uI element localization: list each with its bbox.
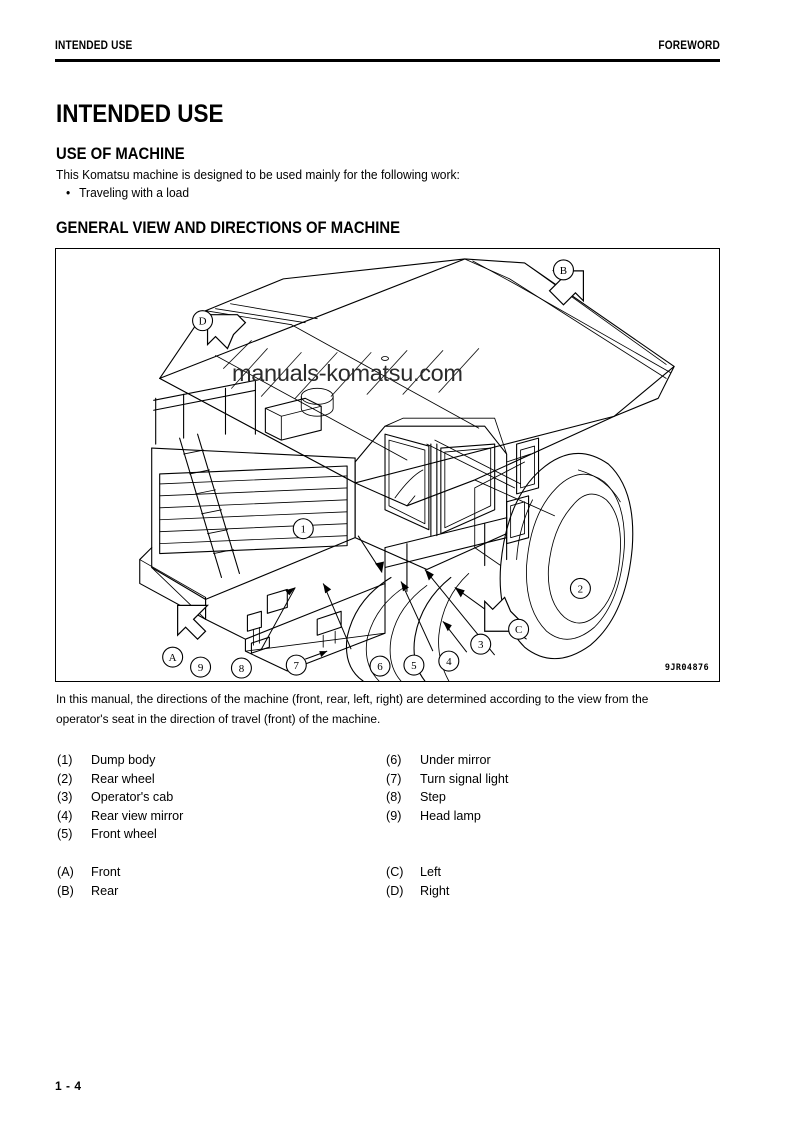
- legend-row: (8) Step: [386, 790, 686, 809]
- legend-item-number: (3): [57, 790, 73, 805]
- figure-caption-line-2: operator's seat in the direction of trav…: [56, 712, 381, 726]
- legend-row: (A) Front: [57, 865, 357, 884]
- legend-item-number: (7): [386, 771, 402, 786]
- callout-C: C: [508, 618, 530, 640]
- legend-numbers-right: (6) Under mirror (7) Turn signal light (8) St…: [386, 753, 686, 827]
- callout-A: A: [162, 646, 184, 668]
- legend-letters-right: (C) Left (D) Right: [386, 865, 686, 902]
- machine-figure: 1 2 3 4 5 6 7 8 9 A B C D manuals-komats…: [55, 248, 720, 682]
- legend-item-number: (8): [386, 790, 402, 805]
- legend-item-label: Front: [91, 865, 121, 879]
- legend-item-label: Under mirror: [420, 753, 491, 767]
- legend-item-label: Left: [420, 865, 442, 879]
- legend-item-label: Rear: [91, 883, 119, 898]
- legend-item-number: (4): [57, 808, 73, 823]
- bullet-item-label: Traveling with a load: [79, 185, 190, 200]
- svg-text:9: 9: [198, 662, 204, 674]
- chassis-group: [139, 379, 386, 672]
- legend-item-label: Operator's cab: [91, 790, 174, 805]
- callout-D: D: [192, 310, 214, 332]
- legend-row: (B) Rear: [57, 884, 357, 903]
- mirrors-group: [384, 437, 540, 592]
- legend-item-number: (5): [57, 827, 73, 842]
- legend-item-number: (D): [386, 883, 404, 898]
- legend-row: (7) Turn signal light: [386, 772, 686, 791]
- legend-row: (6) Under mirror: [386, 753, 686, 772]
- legend-item-number: (2): [57, 771, 73, 786]
- legend-item-label: Rear view mirror: [91, 808, 184, 823]
- svg-text:B: B: [560, 265, 567, 277]
- legend-row: (5) Front wheel: [57, 827, 357, 846]
- direction-arrows-group: [177, 270, 585, 641]
- legend-item-number: (C): [386, 865, 404, 879]
- rear-wheel-group: [474, 452, 634, 660]
- callout-2: 2: [569, 577, 591, 599]
- dump-truck-illustration: 1 2 3 4 5 6 7 8 9 A B C D: [139, 258, 675, 681]
- section-heading-use-of-machine: USE OF MACHINE: [56, 145, 185, 163]
- intro-paragraph: This Komatsu machine is designed to be u…: [56, 167, 460, 182]
- callout-8: 8: [230, 657, 252, 679]
- callout-9: 9: [190, 656, 212, 678]
- legend-numbers-left: (1) Dump body (2) Rear wheel (3) Operator's c…: [57, 753, 357, 846]
- svg-text:3: 3: [478, 639, 484, 651]
- legend-item-label: Dump body: [91, 753, 156, 767]
- svg-text:2: 2: [578, 583, 583, 595]
- legend-item-label: Rear wheel: [91, 771, 155, 786]
- legend-row: (9) Head lamp: [386, 809, 686, 828]
- callout-1: 1: [292, 518, 314, 540]
- legend-item-number: (9): [386, 808, 402, 823]
- legend-row: (C) Left: [386, 865, 686, 884]
- svg-text:8: 8: [239, 663, 245, 675]
- svg-text:C: C: [515, 624, 522, 636]
- legend-row: (2) Rear wheel: [57, 772, 357, 791]
- legend-item-label: Turn signal light: [420, 771, 509, 786]
- callout-7: 7: [285, 654, 307, 676]
- watermark-strokes: [223, 340, 480, 399]
- svg-text:1: 1: [301, 524, 306, 536]
- callout-bubbles-group: 1 2 3 4 5 6 7 8 9 A B C D: [162, 259, 591, 679]
- legend-item-label: Right: [420, 883, 450, 898]
- svg-text:D: D: [199, 316, 207, 328]
- callout-5: 5: [403, 654, 425, 676]
- legend-row: (D) Right: [386, 884, 686, 903]
- section-heading-general-view: GENERAL VIEW AND DIRECTIONS OF MACHINE: [56, 219, 401, 237]
- legend-row: (1) Dump body: [57, 753, 357, 772]
- callout-4: 4: [438, 650, 460, 672]
- operators-cab-group: [354, 417, 531, 571]
- front-details-group: [246, 588, 342, 654]
- page-number: 1 - 4: [55, 1079, 82, 1093]
- header-rule: [55, 59, 720, 62]
- bullet-list-item: • Traveling with a load: [66, 185, 189, 200]
- bullet-marker-icon: •: [66, 185, 71, 200]
- svg-text:7: 7: [294, 660, 300, 672]
- callout-3: 3: [470, 633, 492, 655]
- figure-caption-line-1: In this manual, the directions of the ma…: [56, 692, 649, 706]
- svg-text:5: 5: [411, 660, 417, 672]
- svg-text:A: A: [169, 652, 177, 664]
- legend-item-label: Head lamp: [420, 808, 481, 823]
- callout-6: 6: [369, 655, 391, 677]
- legend-letters-left: (A) Front (B) Rear: [57, 865, 357, 902]
- figure-code: 9JR04876: [664, 663, 709, 673]
- legend-row: (4) Rear view mirror: [57, 809, 357, 828]
- legend-item-label: Step: [420, 790, 446, 805]
- header-chapter-title: FOREWORD: [658, 40, 720, 52]
- callout-B: B: [552, 259, 574, 281]
- page-header: INTENDED USE FOREWORD: [55, 40, 720, 64]
- legend-item-number: (6): [386, 753, 402, 767]
- legend-item-number: (1): [57, 753, 73, 767]
- legend-item-label: Front wheel: [91, 827, 157, 842]
- legend-item-number: (A): [57, 865, 74, 879]
- legend-row: (3) Operator's cab: [57, 790, 357, 809]
- page-title: INTENDED USE: [56, 100, 224, 128]
- header-section-title: INTENDED USE: [55, 40, 133, 52]
- legend-item-number: (B): [57, 883, 74, 898]
- svg-text:4: 4: [446, 656, 452, 668]
- svg-text:6: 6: [377, 661, 383, 673]
- watermark-text: manuals-komatsu.com: [232, 360, 463, 386]
